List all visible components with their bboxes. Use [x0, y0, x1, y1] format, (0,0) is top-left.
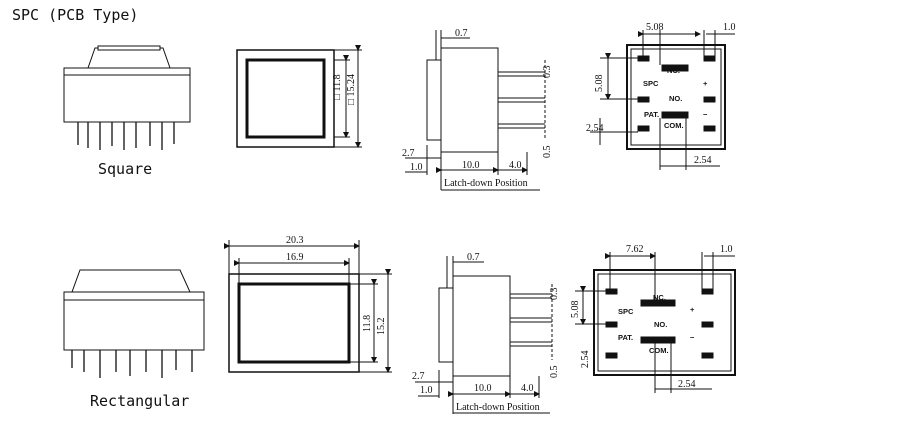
rect-pcb-dim: 2.54: [580, 351, 591, 369]
rectangular-front-view: [224, 240, 392, 373]
square-side-dim: 4.0: [509, 160, 522, 171]
square-side-dim: 0.5: [542, 146, 553, 159]
rect-side-dim: 1.0: [420, 385, 433, 396]
pin-label: NC.: [653, 293, 666, 302]
square-pcb-dim: 2.54: [694, 155, 712, 166]
rect-side-dim: 0.7: [467, 252, 480, 263]
rect-pcb-dim: 1.0: [720, 244, 733, 255]
square-latch-note: Latch-down Position: [444, 178, 528, 189]
pin-label: −: [690, 333, 695, 342]
square-pcb-dim: 1.0: [723, 22, 736, 33]
page-title: SPC (PCB Type): [12, 6, 139, 24]
square-side-dim: 1.0: [410, 162, 423, 173]
square-front-dim: □ 15.24: [346, 74, 357, 105]
pin-label: NO.: [669, 94, 682, 103]
rectangular-pcb-footprint: [575, 252, 736, 393]
pin-label: NO.: [654, 320, 667, 329]
rect-front-dim: 11.8: [362, 315, 373, 332]
caption-square: Square: [98, 160, 153, 178]
pin-label: PAT.: [618, 333, 633, 342]
pin-label: SPC: [618, 307, 634, 316]
pin-label: SPC: [643, 79, 659, 88]
caption-rectangular: Rectangular: [90, 392, 190, 410]
rect-side-dim: 0.5: [549, 366, 560, 379]
square-pcb-dim: 2.54: [586, 123, 604, 134]
rect-pcb-dim: 5.08: [570, 301, 581, 319]
square-side-view: [405, 30, 546, 191]
square-pcb-footprint: [590, 30, 735, 170]
pin-label: PAT.: [644, 110, 659, 119]
rect-pcb-dim: 7.62: [626, 244, 644, 255]
square-side-dim: 0.7: [455, 28, 468, 39]
rect-latch-note: Latch-down Position: [456, 402, 540, 413]
pin-label: NC.: [667, 66, 680, 75]
pin-label: +: [703, 79, 708, 88]
square-front-view: [236, 45, 362, 148]
square-front-dim: □ 11.8: [332, 74, 343, 100]
rectangular-3d-view: [63, 269, 205, 378]
rect-front-dim: 20.3: [286, 235, 304, 246]
square-3d-view: [63, 45, 191, 150]
rect-front-dim: 15.2: [376, 318, 387, 336]
rect-side-dim: 10.0: [474, 383, 492, 394]
rect-pcb-dim: 2.54: [678, 379, 696, 390]
square-side-dim: 0.3: [542, 66, 553, 79]
rect-side-dim: 4.0: [521, 383, 534, 394]
square-pcb-dim: 5.08: [646, 22, 664, 33]
square-pcb-dim: 5.08: [594, 75, 605, 93]
pin-label: COM.: [649, 346, 669, 355]
square-side-dim: 10.0: [462, 160, 480, 171]
pin-label: +: [690, 305, 695, 314]
rect-front-dim: 16.9: [286, 252, 304, 263]
pin-label: −: [703, 110, 708, 119]
rect-side-dim: 2.7: [412, 371, 425, 382]
square-side-dim: 2.7: [402, 148, 415, 159]
rectangular-side-view: [415, 256, 553, 414]
pin-label: COM.: [664, 121, 684, 130]
rect-side-dim: 0.3: [549, 288, 560, 301]
